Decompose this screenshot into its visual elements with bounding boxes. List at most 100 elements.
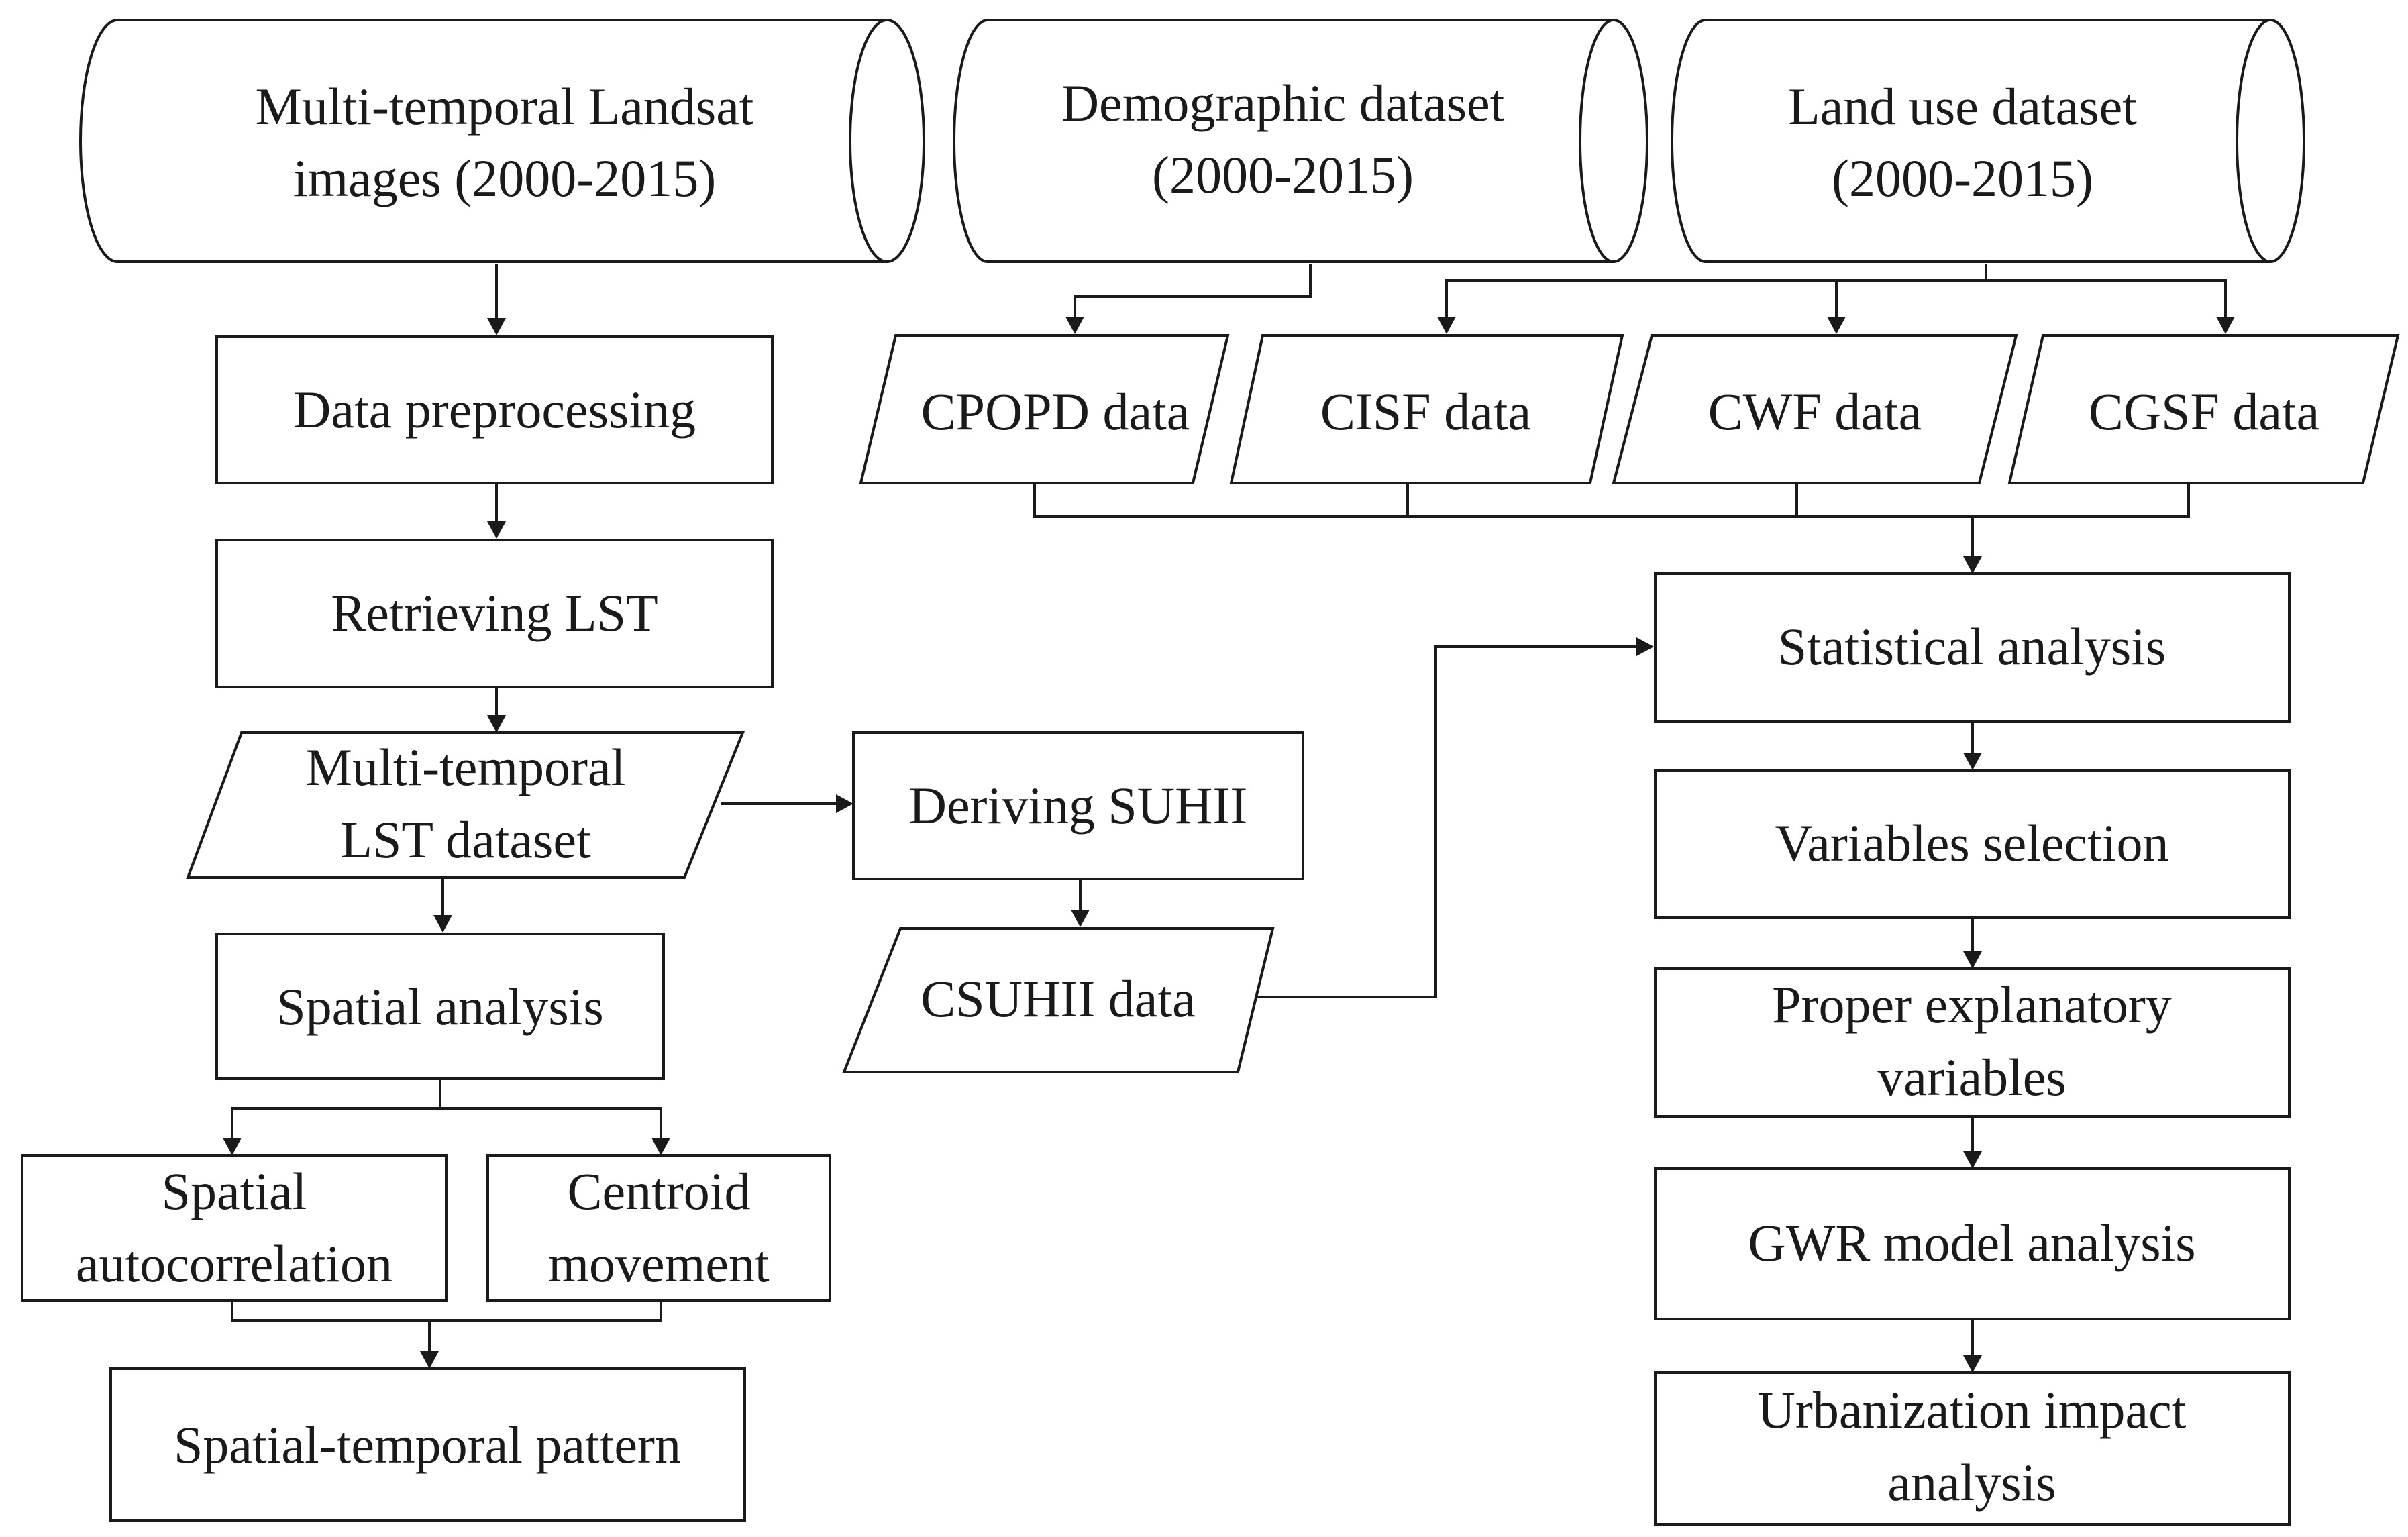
process-box	[109, 1367, 746, 1522]
arrowhead	[1963, 1355, 1982, 1373]
data-cisf: CISF data	[1229, 334, 1624, 484]
process-box	[486, 1154, 831, 1302]
landuse-label-line2: (2000-2015)	[1832, 149, 2093, 207]
box-autocorr: Spatial autocorrelation	[21, 1154, 448, 1302]
process-box	[21, 1154, 448, 1302]
box-statistical: Statistical analysis	[1654, 572, 2291, 723]
demographic-label-line1: Demographic dataset	[1061, 74, 1505, 132]
autocorr-label-line2: autocorrelation	[76, 1234, 392, 1293]
box-retrieve: Retrieving LST	[215, 539, 774, 688]
process-box	[852, 731, 1304, 880]
arrowhead	[2216, 317, 2235, 334]
data-cwf: CWF data	[1612, 334, 2018, 484]
landsat-label-line1: Multi-temporal Landsat	[256, 77, 754, 136]
connector-spatial-branch	[440, 1107, 662, 1142]
box-preprocess: Data preprocessing	[215, 335, 774, 484]
arrowhead	[1963, 1151, 1982, 1169]
gwr-label: GWR model analysis	[1748, 1214, 2195, 1272]
arrowhead	[1065, 317, 1084, 334]
cpopd-label: CPOPD data	[921, 382, 1190, 441]
cgsf-label: CGSF data	[2089, 382, 2320, 441]
cylinder-shape	[79, 19, 925, 263]
process-box	[1654, 1371, 2291, 1526]
process-box	[215, 933, 665, 1080]
urbanization-label-line1: Urbanization impact	[1758, 1381, 2187, 1439]
data-cpopd: CPOPD data	[859, 334, 1230, 484]
arrowhead	[1963, 556, 1982, 574]
csuhii-label: CSUHII data	[921, 969, 1195, 1028]
centroid-label-line1: Centroid	[568, 1162, 751, 1220]
spatial-label: Spatial analysis	[276, 977, 603, 1036]
connector-spatial-branch	[231, 1079, 441, 1142]
cwf-label: CWF data	[1708, 382, 1922, 441]
suhii-label: Deriving SUHII	[909, 776, 1248, 835]
box-pattern: Spatial-temporal pattern	[109, 1367, 746, 1522]
arrowhead	[836, 794, 853, 813]
arrowhead	[1963, 753, 1982, 770]
process-box	[215, 335, 774, 484]
proper-label-line2: variables	[1877, 1048, 2066, 1106]
connector-landuse-fields	[1986, 279, 2227, 321]
retrieve-label: Retrieving LST	[331, 584, 658, 642]
process-box	[1654, 769, 2291, 919]
box-proper: Proper explanatory variables	[1654, 967, 2291, 1118]
arrowhead	[1636, 637, 1654, 656]
parallelogram-shape	[842, 927, 1275, 1073]
parallelogram-shape	[1612, 334, 2018, 484]
data-cgsf: CGSF data	[2007, 334, 2400, 484]
cylinder-shape	[953, 19, 1648, 263]
pattern-label: Spatial-temporal pattern	[174, 1416, 681, 1474]
demographic-label-line2: (2000-2015)	[1152, 146, 1414, 204]
arrowhead	[651, 1138, 670, 1155]
statistical-label: Statistical analysis	[1778, 617, 2166, 676]
arrowhead	[1437, 317, 1456, 334]
process-box	[1654, 572, 2291, 723]
box-urbanization: Urbanization impact analysis	[1654, 1371, 2291, 1526]
cylinder-rim	[2236, 19, 2271, 263]
lstdataset-label-line1: Multi-temporal	[306, 738, 626, 796]
arrowhead	[1827, 317, 1846, 334]
connector-branch-pattern	[231, 1300, 662, 1322]
dataset-demographic: Demographic dataset (2000-2015)	[953, 19, 1648, 263]
connector-landuse-fields	[1445, 264, 1987, 321]
variables-label: Variables selection	[1775, 814, 2169, 872]
cylinder-rim	[849, 19, 888, 263]
process-box	[1654, 967, 2291, 1118]
landuse-label-line1: Land use dataset	[1788, 77, 2137, 136]
data-lstdataset: Multi-temporal LST dataset	[186, 731, 745, 879]
arrowhead	[487, 715, 506, 733]
cylinder-rim	[1579, 19, 1614, 263]
proper-label-line1: Proper explanatory	[1772, 975, 2172, 1034]
box-variables: Variables selection	[1654, 769, 2291, 919]
box-spatial: Spatial analysis	[215, 933, 665, 1080]
connector-demographic-cpopd	[1074, 264, 1312, 321]
arrowhead	[487, 318, 506, 335]
cylinder-shape	[1671, 19, 2305, 263]
arrowhead	[1963, 951, 1982, 969]
connector-fields-statistical	[1033, 483, 2190, 518]
connectors	[223, 264, 2235, 1373]
arrowhead	[487, 521, 506, 539]
process-box	[215, 539, 774, 688]
arrowhead	[433, 915, 452, 933]
box-centroid: Centroid movement	[486, 1154, 831, 1302]
preprocess-label: Data preprocessing	[293, 380, 696, 439]
dataset-landsat: Multi-temporal Landsat images (2000-2015…	[79, 19, 925, 263]
parallelogram-shape	[1229, 334, 1624, 484]
parallelogram-shape	[186, 731, 745, 879]
arrowhead	[420, 1351, 439, 1369]
process-box	[1654, 1167, 2291, 1320]
landsat-label-line2: images (2000-2015)	[293, 149, 716, 207]
parallelogram-shape	[2007, 334, 2400, 484]
data-csuhii: CSUHII data	[842, 927, 1275, 1073]
arrowhead	[1071, 910, 1090, 927]
lstdataset-label-line2: LST dataset	[340, 810, 591, 869]
box-suhii: Deriving SUHII	[852, 731, 1304, 880]
urbanization-label-line2: analysis	[1887, 1453, 2056, 1512]
cisf-label: CISF data	[1320, 382, 1531, 441]
connector-csuhii-statistical	[1249, 645, 1640, 998]
box-gwr: GWR model analysis	[1654, 1167, 2291, 1320]
dataset-landuse: Land use dataset (2000-2015)	[1671, 19, 2305, 263]
